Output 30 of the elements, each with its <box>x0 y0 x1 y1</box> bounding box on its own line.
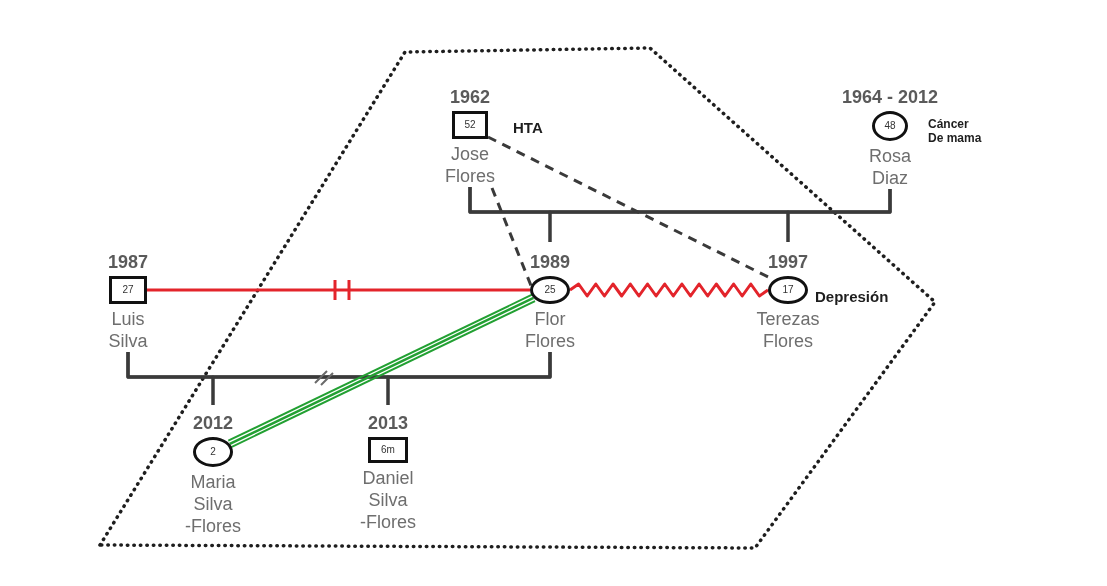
condition-note: HTA <box>513 119 543 136</box>
female-symbol: 2 <box>193 437 233 467</box>
cutoff-line <box>145 278 532 302</box>
year-label: 2012 <box>193 413 234 433</box>
name-label: Rosa Diaz <box>869 145 912 189</box>
female-symbol: 25 <box>530 276 570 304</box>
female-symbol: 48 <box>872 111 908 141</box>
year-label: 1989 <box>530 252 571 272</box>
female-symbol: 17 <box>768 276 808 304</box>
year-label: 1997 <box>768 252 809 272</box>
male-symbol: 52 <box>452 111 488 139</box>
year-label: 1964 - 2012 <box>842 87 939 107</box>
year-label: 2013 <box>368 413 409 433</box>
triple-relationship-line <box>227 293 536 448</box>
condition-note: Depresión <box>815 288 889 305</box>
year-label: 1962 <box>450 87 491 107</box>
name-label: Flor Flores <box>525 308 575 352</box>
dashed-relationship-line <box>490 187 533 287</box>
male-symbol: 6m <box>368 437 408 463</box>
zigzag-line <box>569 282 769 298</box>
descent-line <box>786 189 892 242</box>
name-label: Maria Silva -Flores <box>185 471 241 537</box>
name-label: Terezas Flores <box>756 308 820 352</box>
male-symbol: 27 <box>109 276 147 304</box>
year-label: 1987 <box>108 252 149 272</box>
name-label: Luis Silva <box>108 308 148 352</box>
descent-line <box>386 352 552 405</box>
name-label: Jose Flores <box>445 143 495 187</box>
name-label: Daniel Silva -Flores <box>360 467 416 533</box>
condition-note: Cáncer De mama <box>928 118 983 146</box>
